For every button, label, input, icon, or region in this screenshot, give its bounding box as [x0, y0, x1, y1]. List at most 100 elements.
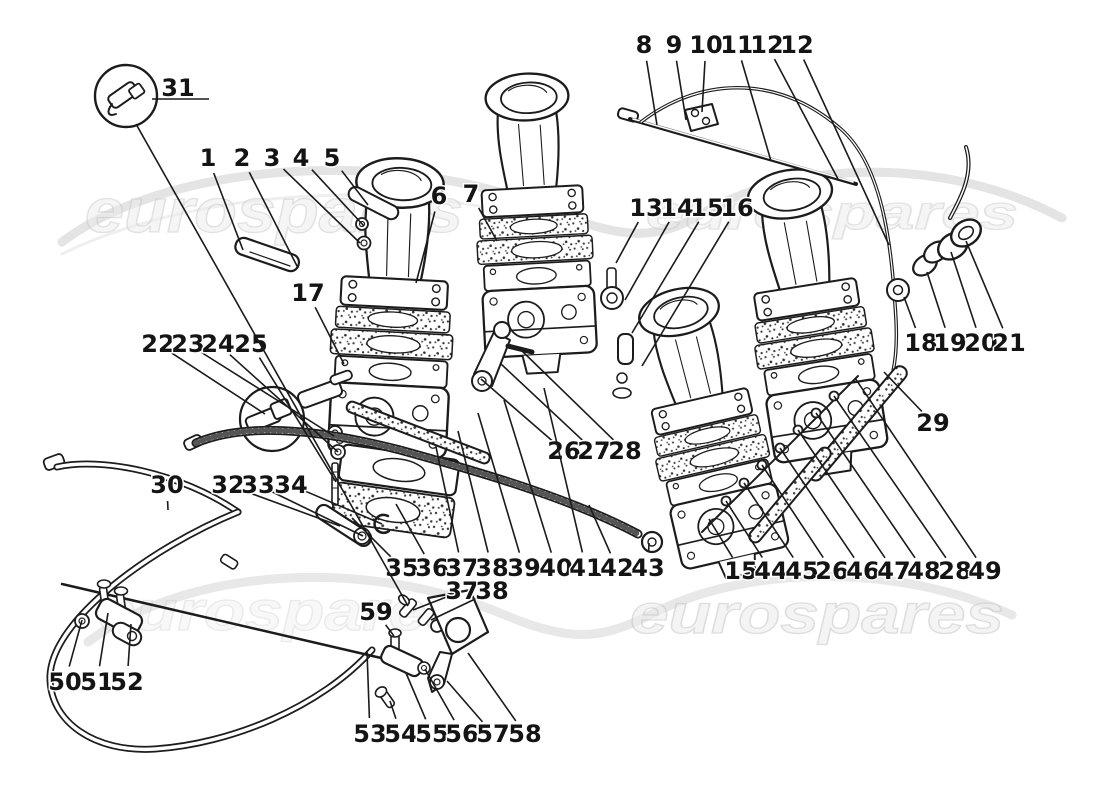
leader-line-19	[926, 271, 946, 329]
magnifier-union-fitting	[93, 63, 159, 129]
part-callout-48: 48	[907, 557, 940, 585]
part-callout-21: 21	[992, 329, 1025, 357]
part-callout-28: 28	[608, 437, 641, 465]
leader-line-48	[815, 412, 916, 559]
leader-line-33	[272, 491, 364, 537]
leader-line-59	[384, 624, 395, 637]
leader-line-10	[701, 60, 706, 113]
part-callout-46: 46	[846, 557, 879, 585]
part-callout-20: 20	[964, 329, 997, 357]
leader-line-22	[170, 352, 266, 415]
leader-line-54	[389, 700, 397, 720]
drawing-layer	[42, 63, 983, 753]
leader-line-49	[854, 377, 977, 559]
leader-line-29	[883, 371, 923, 413]
jet-and-float-valve	[600, 267, 634, 399]
part-callout-27: 27	[577, 437, 610, 465]
part-callout-44: 44	[754, 557, 787, 585]
part-callout-5: 5	[324, 144, 341, 172]
linkage-rods	[748, 365, 908, 544]
leader-line-35	[351, 517, 392, 558]
part-callout-6: 6	[431, 182, 448, 210]
leader-line-42	[588, 504, 612, 554]
leader-line-40	[503, 399, 553, 553]
part-callout-57: 57	[476, 720, 509, 748]
part-callout-14: 14	[660, 194, 693, 222]
leader-line-27	[500, 363, 583, 441]
part-callout-39: 39	[507, 554, 540, 582]
leader-line-37	[412, 596, 448, 611]
leader-line-16	[641, 221, 730, 367]
leader-line-50	[68, 619, 83, 667]
part-callout-25: 25	[234, 330, 267, 358]
part-callout-3: 3	[264, 144, 281, 172]
part-callout-45: 45	[785, 557, 818, 585]
part-callout-28: 28	[938, 557, 971, 585]
leader-line-25	[258, 357, 337, 483]
part-callout-55: 55	[415, 720, 448, 748]
part-callout-26: 26	[547, 437, 580, 465]
leader-line-28	[833, 395, 947, 559]
leader-line-8	[645, 60, 658, 126]
leader-line-34	[305, 490, 383, 525]
part-callout-35: 35	[385, 554, 418, 582]
watermark-bottom-right: eurospares	[630, 582, 1004, 645]
part-callout-16: 16	[720, 194, 753, 222]
magnifier-link-line-1	[135, 123, 409, 607]
leader-line-23	[201, 351, 335, 437]
part-callout-42: 42	[600, 554, 633, 582]
part-callout-12: 12	[750, 31, 783, 59]
leader-line-12	[773, 58, 839, 180]
leader-line-12	[802, 59, 890, 246]
part-callout-15: 15	[724, 557, 757, 585]
part-callout-34: 34	[274, 471, 307, 499]
leader-line-6	[415, 211, 436, 284]
leader-line-26	[480, 378, 553, 442]
leader-line-38	[430, 597, 478, 621]
bell-crank-lever	[471, 321, 535, 392]
leader-line-56	[424, 668, 455, 721]
part-callout-52: 52	[110, 668, 143, 696]
part-callout-49: 49	[968, 557, 1001, 585]
part-callout-32: 32	[211, 471, 244, 499]
part-callout-43: 43	[631, 554, 664, 582]
part-callout-30: 30	[150, 471, 183, 499]
leader-line-7	[478, 207, 498, 242]
part-callout-10: 10	[689, 31, 722, 59]
part-callout-29: 29	[916, 409, 949, 437]
part-callout-53: 53	[353, 720, 386, 748]
leader-line-45	[743, 482, 794, 559]
part-callout-47: 47	[877, 557, 910, 585]
leader-line-1	[212, 172, 244, 251]
balance-rod	[616, 107, 858, 186]
part-callout-38: 38	[475, 554, 508, 582]
part-callout-38: 38	[475, 577, 508, 605]
leader-line-11	[740, 60, 772, 162]
leader-line-9	[675, 60, 687, 121]
part-callout-7: 7	[463, 180, 480, 208]
part-callout-50: 50	[48, 668, 81, 696]
leader-line-36	[395, 503, 425, 555]
part-callout-1: 1	[200, 144, 217, 172]
union-washers	[886, 218, 983, 302]
leader-line-26	[761, 464, 824, 559]
watermark-swoosh-top	[57, 165, 1067, 247]
leader-line-15	[631, 221, 700, 334]
part-callout-9: 9	[666, 31, 683, 59]
part-callout-41: 41	[569, 554, 602, 582]
part-callout-12: 12	[780, 31, 813, 59]
part-callout-18: 18	[904, 329, 937, 357]
part-callout-22: 22	[141, 330, 174, 358]
leader-line-3	[282, 168, 361, 244]
part-callout-37: 37	[445, 577, 478, 605]
leader-line-15	[708, 518, 734, 558]
part-callout-8: 8	[636, 31, 653, 59]
part-callout-59: 59	[359, 598, 392, 626]
leader-line-55	[405, 672, 427, 720]
leader-line-4	[311, 169, 365, 227]
leader-line-37	[435, 446, 460, 553]
part-callout-4: 4	[293, 144, 310, 172]
leader-line-44	[725, 500, 763, 558]
leader-line-52	[127, 623, 132, 667]
